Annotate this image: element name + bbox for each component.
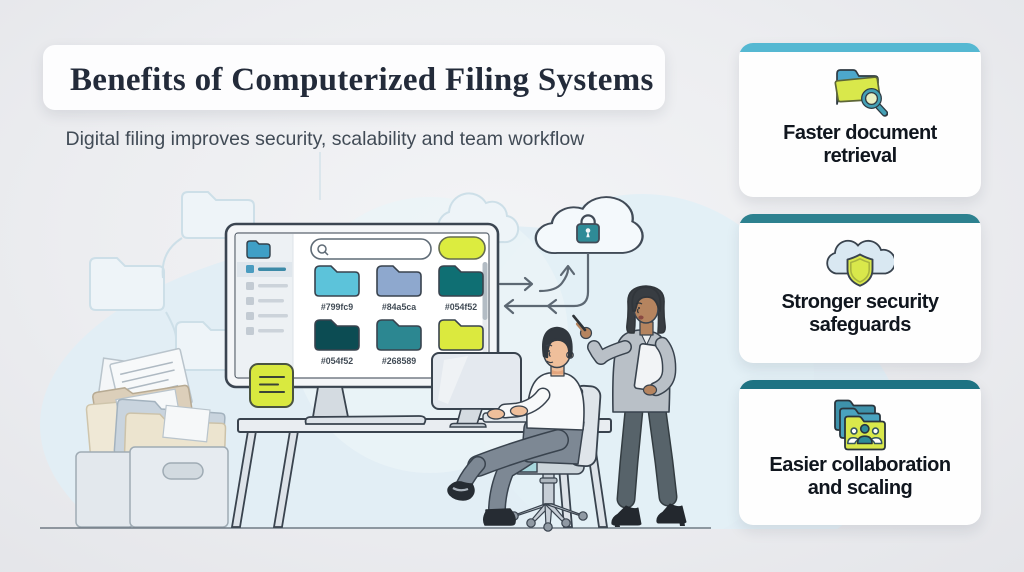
svg-text:#799fc9: #799fc9 <box>321 302 353 312</box>
svg-text:#84a5ca: #84a5ca <box>382 302 416 312</box>
svg-text:#054f52: #054f52 <box>321 356 353 366</box>
svg-text:#268589: #268589 <box>382 356 416 366</box>
svg-text:#054f52: #054f52 <box>445 302 477 312</box>
